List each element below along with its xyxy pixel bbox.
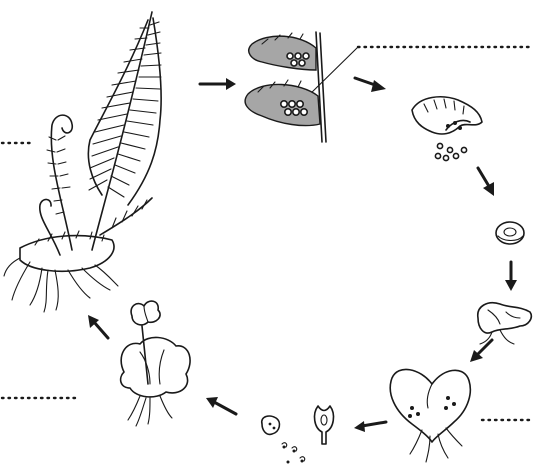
adult-fern-sporophyte-icon (4, 12, 161, 312)
cycle-arrow-2 (355, 78, 386, 92)
opening-sporangium-icon (412, 97, 482, 161)
cycle-arrow-4 (505, 262, 517, 291)
frond-with-sori-icon (245, 32, 326, 142)
germinating-spore-icon (478, 303, 531, 344)
young-sporophyte-icon (121, 301, 190, 426)
spore-icon (496, 222, 524, 244)
cycle-arrow-6 (354, 421, 386, 432)
cycle-arrow-7 (206, 397, 236, 414)
cycle-arrow-3 (478, 168, 494, 196)
heart-shaped-prothallus-icon (390, 369, 470, 462)
gametes-fertilization-icon (262, 406, 334, 464)
cycle-arrow-8 (88, 315, 108, 338)
label-blank-top-right[interactable] (306, 47, 532, 98)
cycle-arrow-1 (200, 78, 236, 90)
